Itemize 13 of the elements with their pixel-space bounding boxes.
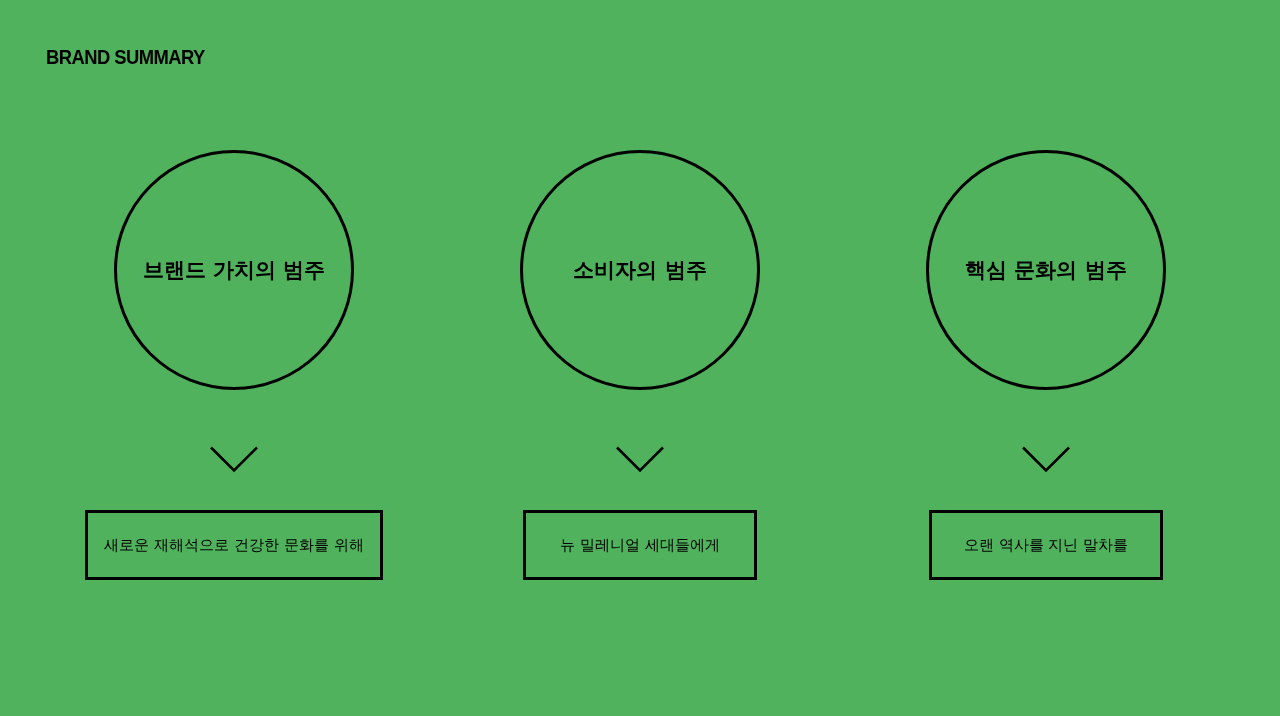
statement-box (85, 510, 383, 580)
category-label: 핵심 문화의 범주 (965, 257, 1127, 284)
category-circle (114, 150, 354, 390)
title: BRAND SUMMARY (46, 46, 205, 69)
statement-text: 뉴 밀레니얼 세대들에게 (560, 535, 720, 555)
statement-text: 오랜 역사를 지닌 말차를 (963, 535, 1129, 555)
category-circle (926, 150, 1166, 390)
statement-text: 새로운 재해석으로 건강한 문화를 위해 (104, 535, 364, 555)
statement-box (929, 510, 1163, 580)
category-circle (520, 150, 760, 390)
category-label: 브랜드 가치의 범주 (142, 257, 326, 284)
statement-box (523, 510, 757, 580)
category-label: 소비자의 범주 (573, 257, 707, 284)
